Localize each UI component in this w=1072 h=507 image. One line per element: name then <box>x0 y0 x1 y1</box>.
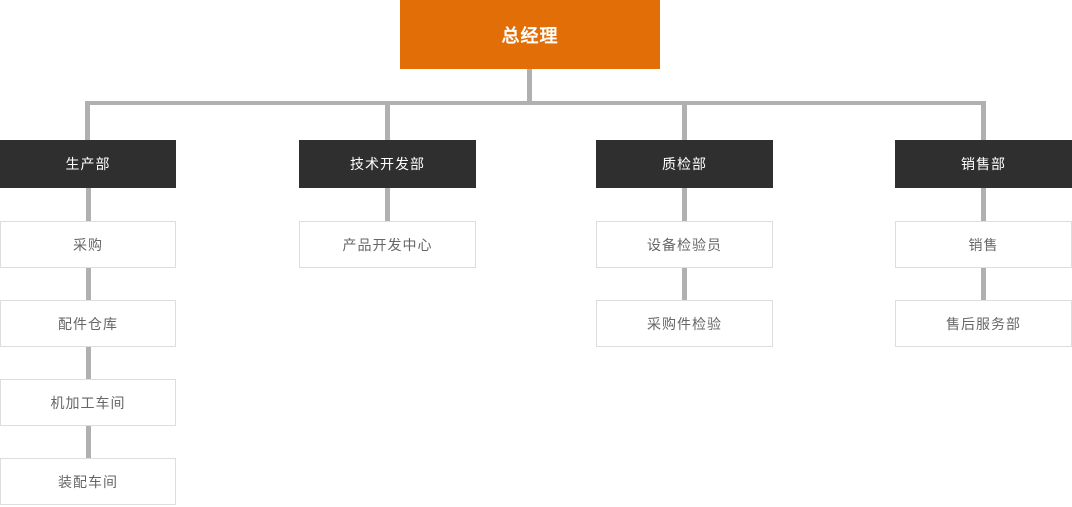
org-node-child[interactable]: 采购件检验 <box>596 300 773 347</box>
connector-vertical <box>981 268 986 300</box>
org-node-general-manager[interactable]: 总经理 <box>400 0 660 69</box>
connector-vertical <box>682 268 687 300</box>
org-column-quality: 质检部 设备检验员 采购件检验 <box>596 140 773 347</box>
connector-vertical <box>85 426 91 458</box>
org-node-child[interactable]: 销售 <box>895 221 1072 268</box>
connector-drop-production <box>85 101 90 140</box>
connector-root-stem <box>527 69 532 105</box>
org-node-department[interactable]: 生产部 <box>0 140 176 188</box>
connector-drop-tech-dev <box>385 101 390 140</box>
org-node-child[interactable]: 采购 <box>0 221 176 268</box>
connector-vertical <box>85 347 91 379</box>
org-column-tech-dev: 技术开发部 产品开发中心 <box>299 140 476 268</box>
org-node-child[interactable]: 配件仓库 <box>0 300 176 347</box>
org-column-sales: 销售部 销售 售后服务部 <box>895 140 1072 347</box>
connector-drop-quality <box>682 101 687 140</box>
connector-horizontal-rail <box>85 101 986 105</box>
connector-vertical <box>85 268 91 300</box>
org-node-department[interactable]: 技术开发部 <box>299 140 476 188</box>
connector-drop-sales <box>981 101 986 140</box>
connector-vertical <box>385 188 390 221</box>
connector-vertical <box>682 188 687 221</box>
org-node-child[interactable]: 产品开发中心 <box>299 221 476 268</box>
org-node-child[interactable]: 售后服务部 <box>895 300 1072 347</box>
connector-vertical <box>981 188 986 221</box>
org-column-production: 生产部 采购 配件仓库 机加工车间 装配车间 <box>0 140 176 505</box>
org-node-child[interactable]: 设备检验员 <box>596 221 773 268</box>
org-node-child[interactable]: 装配车间 <box>0 458 176 505</box>
connector-vertical <box>85 188 91 221</box>
org-node-department[interactable]: 质检部 <box>596 140 773 188</box>
org-node-department[interactable]: 销售部 <box>895 140 1072 188</box>
org-node-child[interactable]: 机加工车间 <box>0 379 176 426</box>
